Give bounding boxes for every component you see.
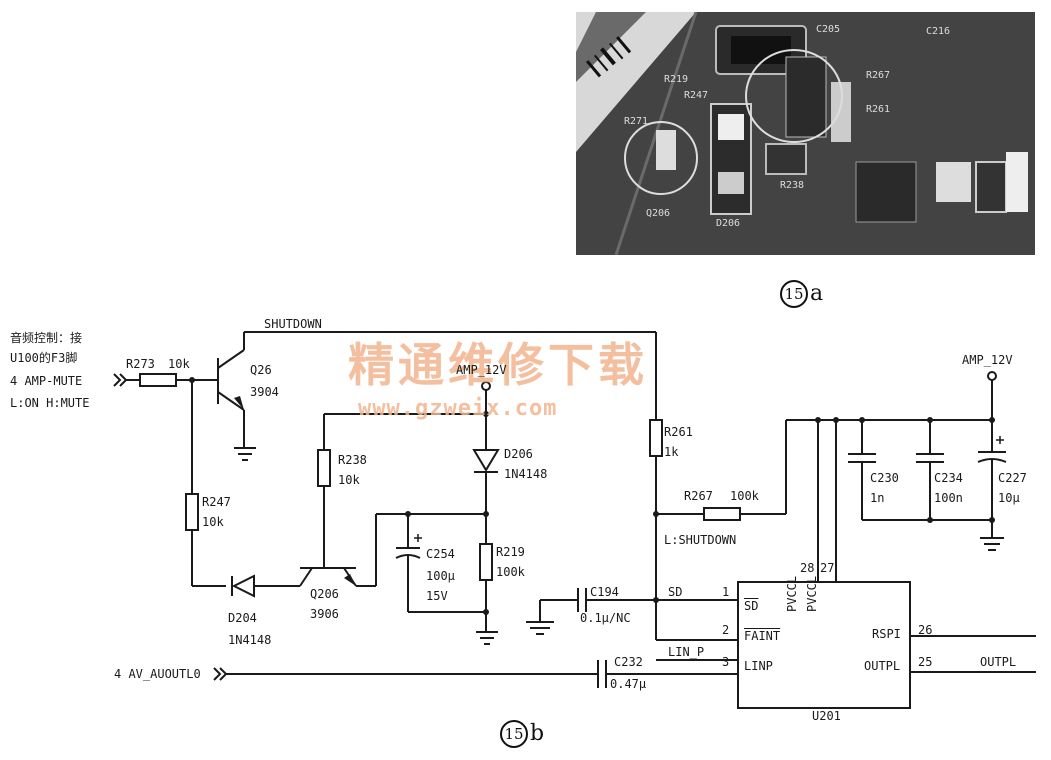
c232-value: 0.47μ: [610, 677, 647, 691]
net-sd: SD: [668, 585, 683, 599]
note-line-2: U100的F3脚: [10, 351, 78, 365]
d204-ref: D204: [228, 611, 257, 625]
l-shutdown-label: L:SHUTDOWN: [664, 533, 737, 547]
r247-ref: R247: [202, 495, 231, 509]
u201-pin25-number: 25: [918, 655, 933, 669]
net-lin-p: LIN_P: [668, 645, 705, 659]
c234-value: 100n: [934, 491, 963, 505]
pcb-label-q206: Q206: [646, 208, 670, 219]
u201-pin28-number: 28: [800, 561, 815, 575]
q206-value: 3906: [310, 607, 339, 621]
port-amp-mute: 4 AMP-MUTE: [10, 374, 83, 388]
pcb-label-c205: C205: [816, 24, 840, 35]
pcb-label-r261: R261: [866, 104, 890, 115]
diode-d204: [231, 574, 255, 598]
pcb-label-r247: R247: [684, 90, 708, 101]
pcb-label-r238: R238: [780, 180, 804, 191]
net-shutdown: SHUTDOWN: [264, 317, 322, 331]
caption-15a-suffix: a: [810, 281, 824, 306]
u201-pin3-number: 3: [722, 655, 730, 669]
u201-pin26-number: 26: [918, 623, 933, 637]
u201-pin27-name: PVCCL: [805, 575, 819, 612]
r219-value: 100k: [496, 565, 525, 579]
u201-pin25-name: OUTPL: [864, 659, 901, 673]
amp12v-right-label: AMP_12V: [962, 353, 1013, 367]
resistor-r261: [649, 419, 663, 457]
net-outpl: OUTPL: [980, 655, 1017, 669]
r267-value: 100k: [730, 489, 759, 503]
c254-ref: C254: [426, 547, 455, 561]
u201-pin2-name: FAINT: [744, 629, 781, 643]
c194-ref: C194: [590, 585, 619, 599]
r219-ref: R219: [496, 545, 525, 559]
note-line-4: L:ON H:MUTE: [10, 396, 90, 410]
c234-ref: C234: [934, 471, 963, 485]
r273-value: 10k: [168, 357, 190, 371]
r273-ref: R273: [126, 357, 155, 371]
resistor-r267: [703, 507, 741, 521]
watermark-title: 精通维修下载: [348, 338, 648, 392]
u201-pin2-number: 2: [722, 623, 730, 637]
note-line-1: 音频控制：接: [10, 331, 83, 345]
pcb-label-c216: C216: [926, 26, 950, 37]
q206-ref: Q206: [310, 587, 339, 601]
d204-value: 1N4148: [228, 633, 272, 647]
resistor-r219: [479, 543, 493, 581]
c254-value: 100μ: [426, 569, 455, 583]
pcb-label-d206: D206: [716, 218, 740, 229]
caption-15b-suffix: b: [530, 721, 545, 746]
r267-ref: R267: [684, 489, 713, 503]
q26-ref: Q26: [250, 363, 272, 377]
c227-ref: C227: [998, 471, 1027, 485]
r247-value: 10k: [202, 515, 224, 529]
u201-pin1-name: SD: [744, 599, 759, 613]
ic-u201: [737, 581, 911, 709]
u201-pin26-name: RSPI: [872, 627, 901, 641]
u201-pin28-name: PVCCL: [785, 575, 799, 612]
r238-ref: R238: [338, 453, 367, 467]
amp12v-mid-label: AMP_12V: [456, 363, 507, 377]
r261-value: 1k: [664, 445, 679, 459]
u201-ref: U201: [812, 709, 841, 723]
resistor-r238: [317, 449, 331, 487]
c230-ref: C230: [870, 471, 899, 485]
pcb-label-r267: R267: [866, 70, 890, 81]
caption-15b-number: 15: [500, 720, 528, 748]
d206-value: 1N4148: [504, 467, 548, 481]
c232-ref: C232: [614, 655, 643, 669]
resistor-r247: [185, 493, 199, 531]
q26-value: 3904: [250, 385, 279, 399]
u201-pin3-name: LINP: [744, 659, 773, 673]
c254-voltage: 15V: [426, 589, 448, 603]
port-av-auoutl0: 4 AV_AUOUTL0: [114, 667, 201, 681]
pcb-label-r219: R219: [664, 74, 688, 85]
watermark-url: www.gzweix.com: [358, 396, 558, 421]
c230-value: 1n: [870, 491, 885, 505]
r261-ref: R261: [664, 425, 693, 439]
r238-value: 10k: [338, 473, 360, 487]
u201-pin1-number: 1: [722, 585, 730, 599]
c227-value: 10μ: [998, 491, 1020, 505]
resistor-r273: [139, 373, 177, 387]
caption-15a-number: 15: [780, 280, 808, 308]
pcb-label-r271: R271: [624, 116, 648, 127]
u201-pin27-number: 27: [820, 561, 835, 575]
pcb-photo: R271 R247 R219 Q206 D206 R238 R267 R261 …: [576, 12, 1035, 255]
c194-value: 0.1μ/NC: [580, 611, 631, 625]
d206-ref: D206: [504, 447, 533, 461]
diode-d206: [472, 449, 500, 472]
